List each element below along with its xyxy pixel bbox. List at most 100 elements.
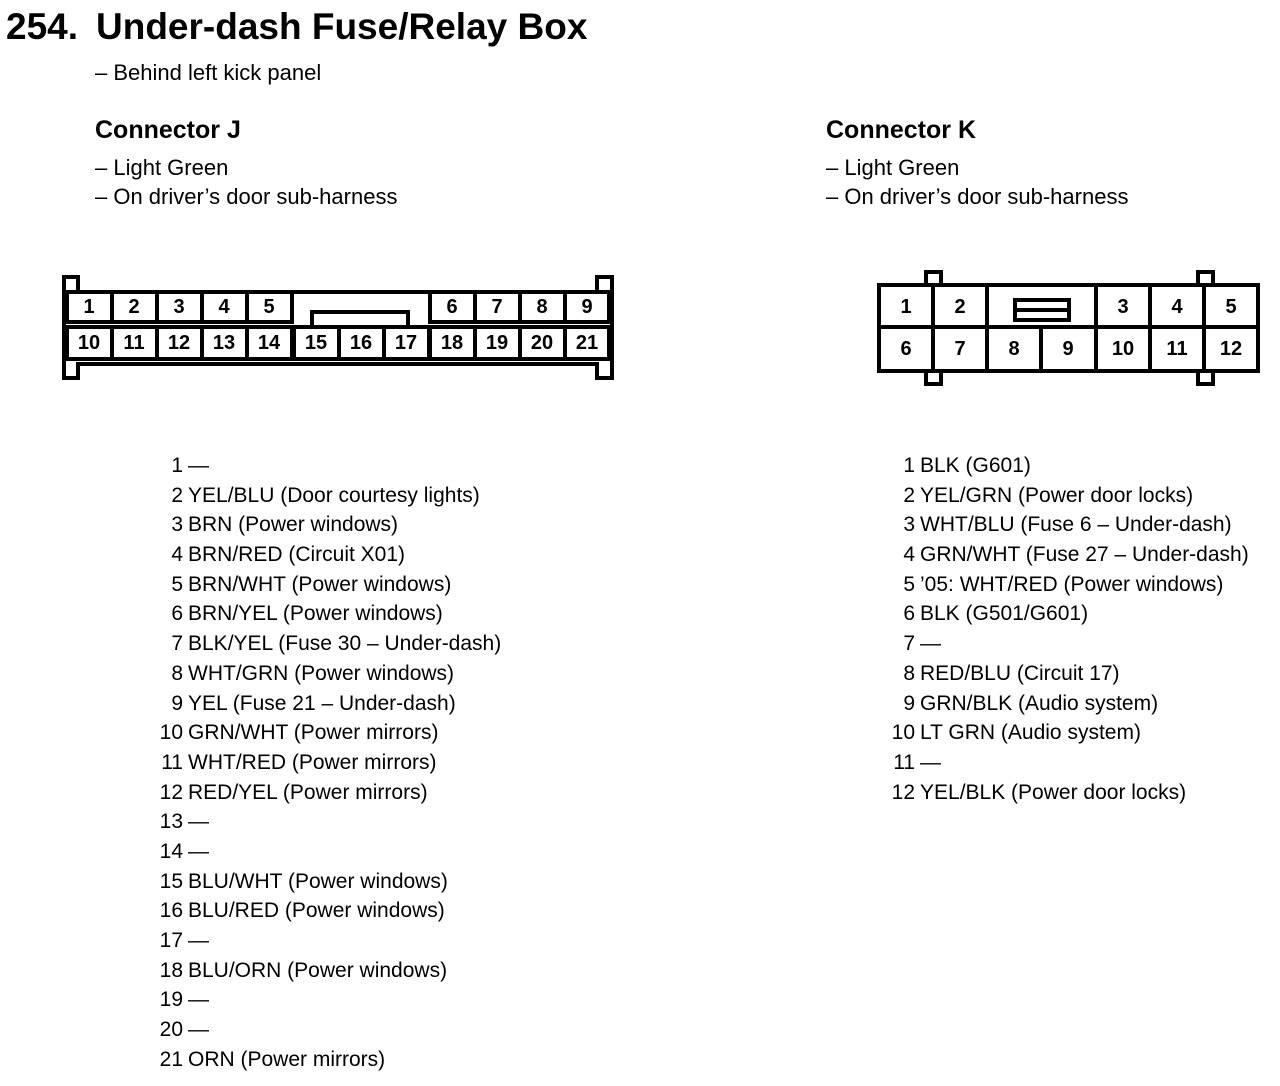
- cavity-label: 5: [263, 296, 274, 318]
- pin-description: —: [188, 929, 209, 952]
- cavity-label: 21: [576, 332, 598, 354]
- connector-j-color: – Light Green: [95, 155, 229, 180]
- pin-row: 13—: [155, 807, 501, 837]
- cavity-label: 15: [305, 332, 327, 354]
- cavity-label: 11: [123, 332, 144, 354]
- cavity-label: 2: [128, 296, 139, 318]
- cavity-label: 7: [954, 338, 965, 360]
- connector-j-key: [310, 310, 410, 326]
- pin-description: RED/YEL (Power mirrors): [188, 780, 428, 804]
- cavity-label: 3: [1117, 296, 1128, 318]
- cavity-label: 9: [581, 296, 592, 318]
- pin-number: 6: [903, 602, 915, 626]
- pin-description: BRN/WHT (Power windows): [188, 572, 452, 596]
- pin-number: 2: [171, 483, 183, 507]
- pin-number: 7: [171, 632, 183, 656]
- pin-description: BLK (G501/G601): [920, 602, 1089, 626]
- pin-number: 19: [159, 988, 183, 1012]
- pin-description: —: [188, 810, 209, 834]
- cavity-label: 11: [1166, 338, 1187, 360]
- page-title-text: Under-dash Fuse/Relay Box: [96, 6, 588, 47]
- pin-number: 12: [159, 780, 183, 804]
- page-number: 254.: [6, 6, 79, 47]
- cavity-label: 8: [1008, 338, 1019, 360]
- pin-description: BRN/YEL (Power windows): [188, 602, 443, 626]
- page-title: 254. Under-dash Fuse/Relay Box: [6, 6, 587, 48]
- pin-row: 7—: [887, 629, 1249, 659]
- pin-number: 6: [171, 602, 183, 626]
- pin-number: 7: [903, 632, 915, 656]
- cavity-label: 2: [954, 296, 965, 318]
- pin-description: RED/BLU (Circuit 17): [920, 661, 1120, 685]
- pin-number: 4: [903, 543, 915, 567]
- cavity-label: 14: [258, 332, 281, 354]
- pin-description: GRN/WHT (Fuse 27 – Under-dash): [920, 543, 1249, 567]
- pin-number: 8: [171, 661, 183, 685]
- cavity-label: 6: [446, 296, 457, 318]
- pin-number: 11: [893, 750, 915, 774]
- connector-j-harness: – On driver’s door sub-harness: [95, 184, 398, 209]
- cavity-label: 16: [350, 332, 372, 354]
- pin-number: 21: [159, 1047, 183, 1071]
- pin-row: 19—: [155, 985, 501, 1015]
- cavity-label: 10: [1112, 338, 1134, 360]
- cavity-label: 17: [395, 332, 417, 354]
- pin-description: BLU/ORN (Power windows): [188, 958, 448, 982]
- pin-number: 9: [171, 691, 183, 715]
- cavity-label: 8: [536, 296, 547, 318]
- pin-description: WHT/GRN (Power windows): [188, 661, 455, 685]
- cavity-label: 18: [441, 332, 463, 354]
- cavity-label: 6: [900, 338, 911, 360]
- cavity-label: 1: [900, 296, 911, 318]
- pin-number: 4: [171, 543, 183, 567]
- pin-number: 15: [159, 869, 183, 893]
- cavity-label: 3: [173, 296, 184, 318]
- pin-description: ’05: WHT/RED (Power windows): [920, 572, 1224, 596]
- pin-number: 2: [903, 483, 915, 507]
- pin-description: WHT/BLU (Fuse 6 – Under-dash): [920, 513, 1232, 537]
- pin-number: 17: [159, 929, 183, 952]
- pin-row: 5’05: WHT/RED (Power windows): [887, 570, 1249, 600]
- pin-number: 8: [903, 661, 915, 685]
- pin-description: YEL/GRN (Power door locks): [920, 483, 1194, 507]
- pin-description: WHT/RED (Power mirrors): [188, 750, 437, 774]
- pin-number: 20: [159, 1018, 183, 1042]
- pin-description: BLK/YEL (Fuse 30 – Under-dash): [188, 632, 502, 656]
- cavity-label: 12: [168, 332, 190, 354]
- pin-number: 3: [903, 513, 915, 537]
- pin-row: 17—: [155, 926, 501, 956]
- pin-number: 14: [159, 839, 183, 863]
- pin-number: 18: [159, 958, 183, 982]
- pin-number: 11: [161, 750, 183, 774]
- pin-description: GRN/BLK (Audio system): [920, 691, 1159, 715]
- cavity-label: 5: [1225, 296, 1236, 318]
- pin-description: —: [188, 988, 209, 1012]
- pin-number: 10: [159, 721, 183, 745]
- cavity-label: 13: [213, 332, 235, 354]
- pin-description: BLU/RED (Power windows): [188, 899, 445, 923]
- pin-description: —: [188, 839, 209, 863]
- connector-k-color: – Light Green: [826, 155, 960, 180]
- connector-k-harness: – On driver’s door sub-harness: [826, 184, 1129, 209]
- connector-k-title: Connector K: [826, 116, 976, 144]
- cavity-label: 4: [1171, 296, 1183, 318]
- pin-row: 1—: [155, 451, 501, 481]
- connector-j-title: Connector J: [95, 116, 241, 144]
